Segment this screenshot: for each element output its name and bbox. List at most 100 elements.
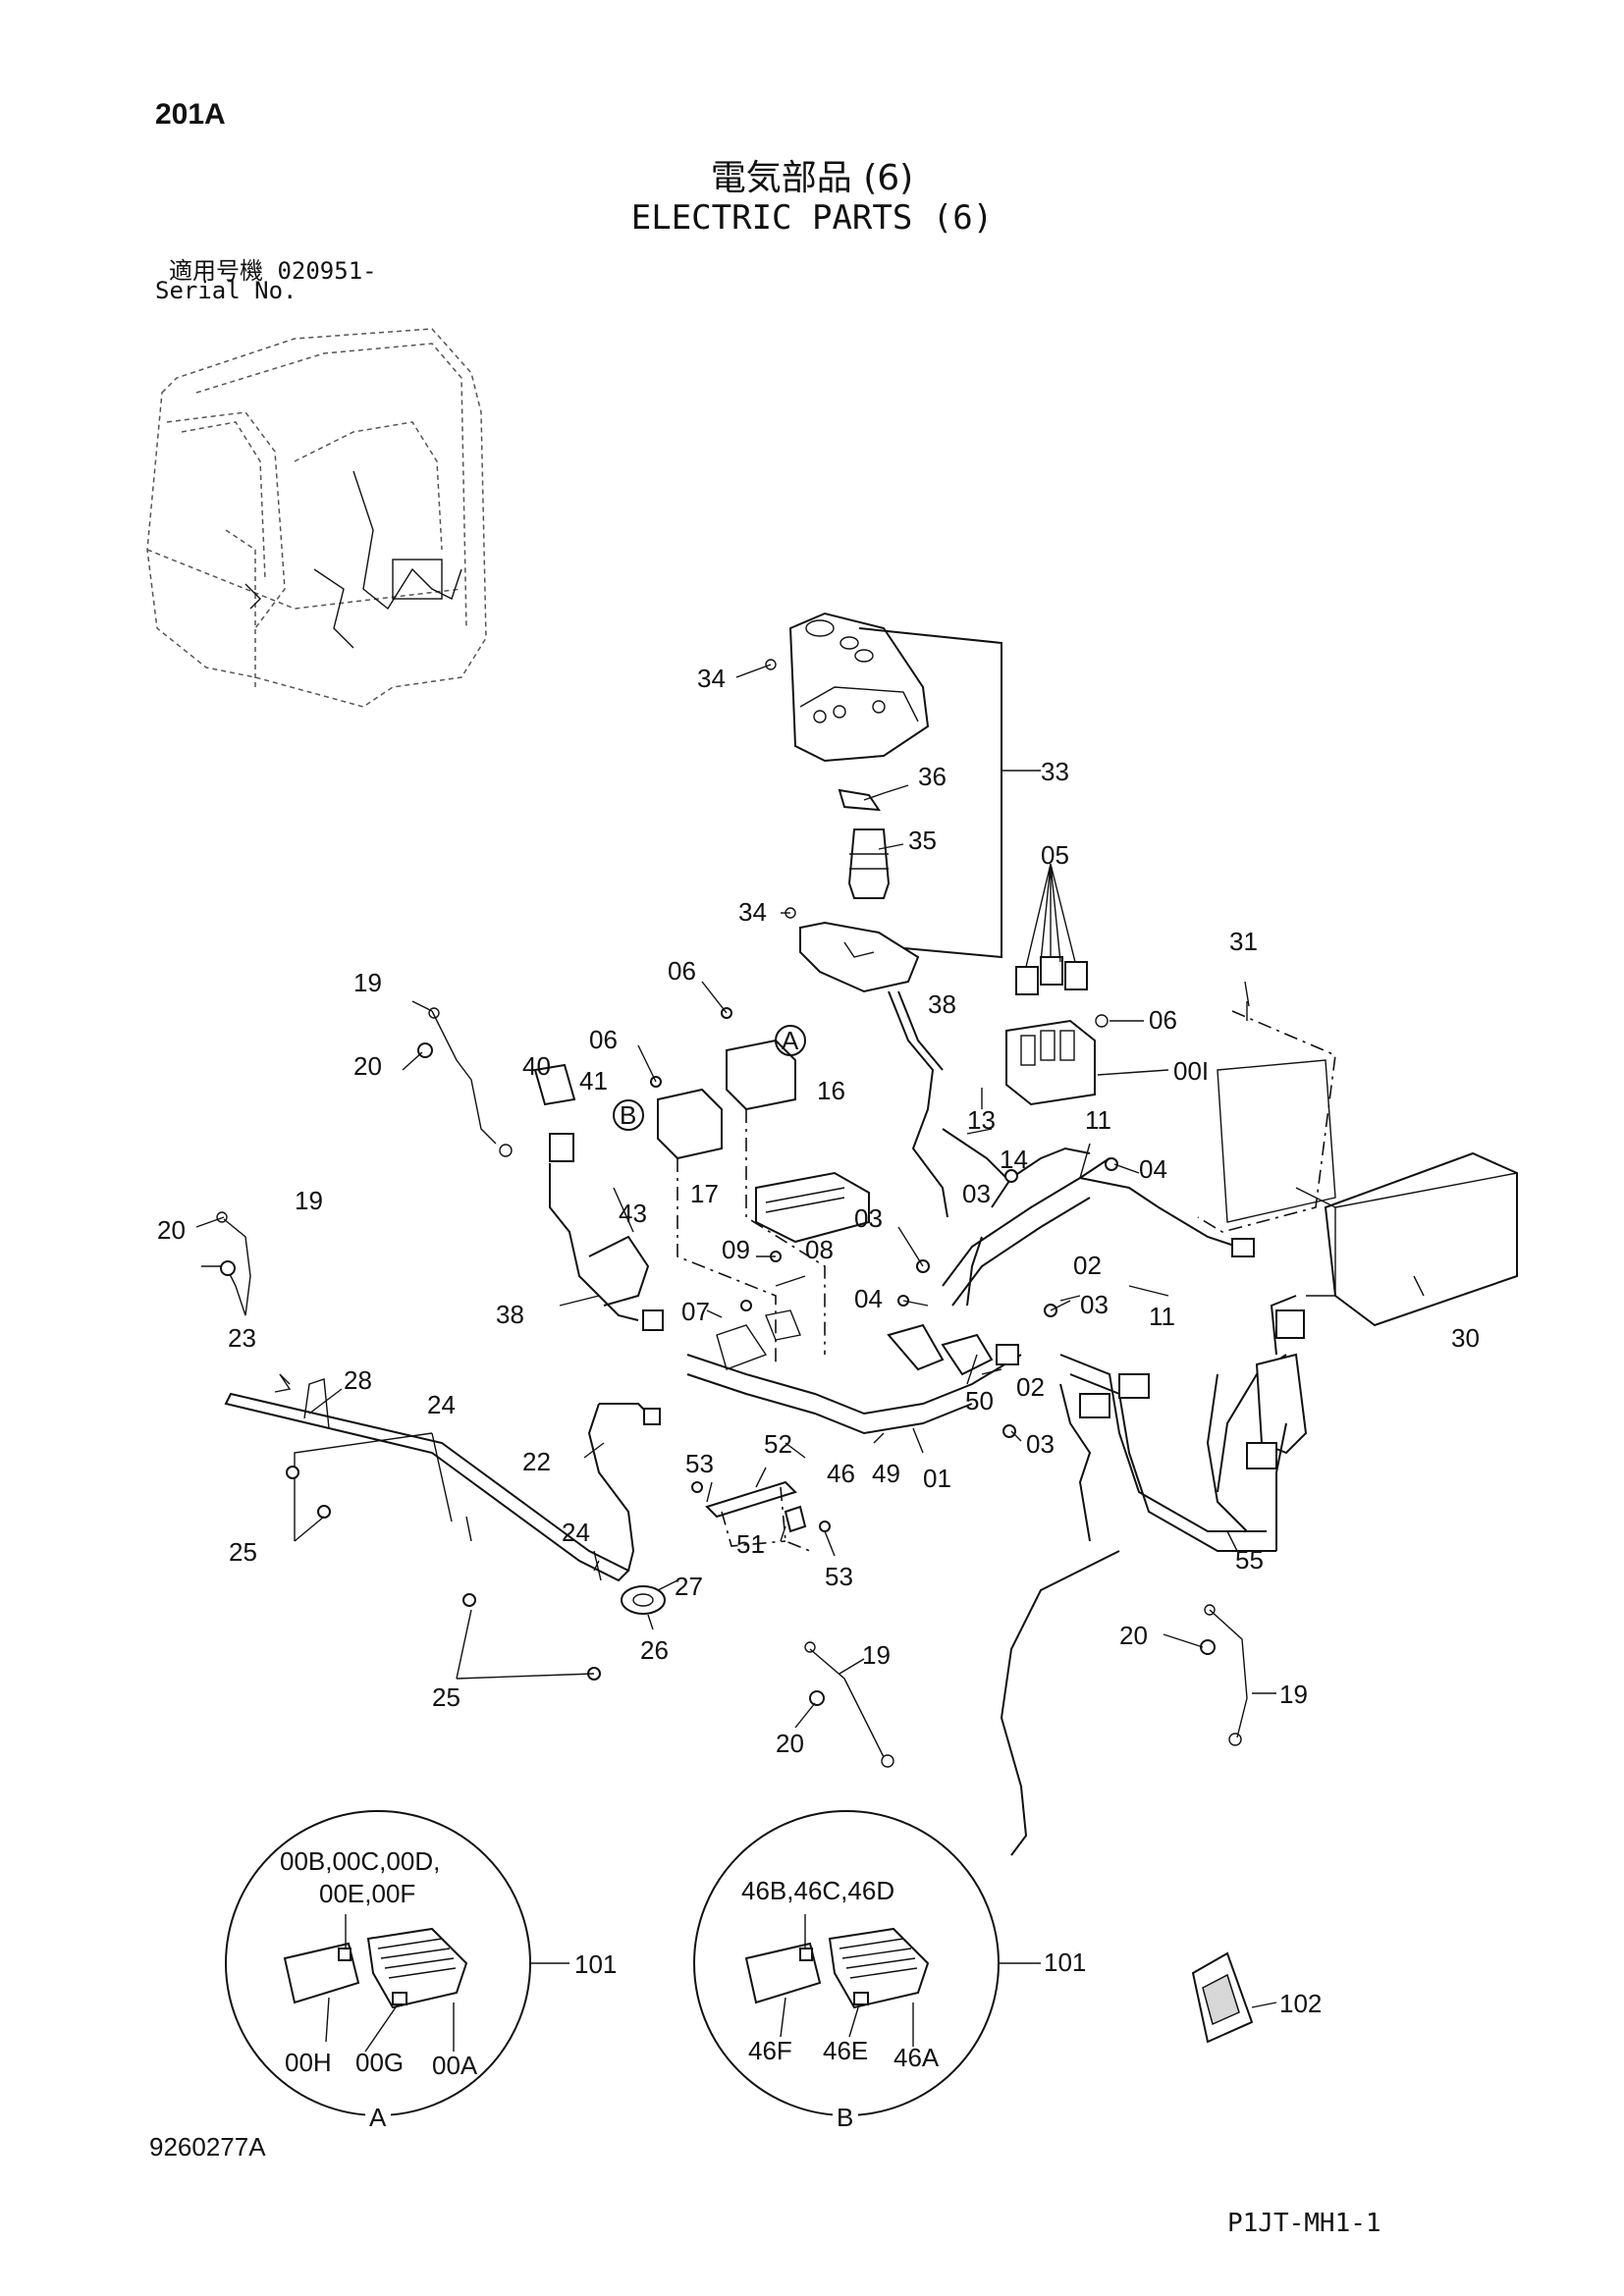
callout-22: 22: [522, 1447, 551, 1476]
callout-04: 04: [854, 1284, 883, 1313]
callout-23: 23: [228, 1323, 256, 1353]
callout-14: 14: [1000, 1145, 1028, 1174]
harness-55-branch: [1275, 1422, 1287, 1551]
callout-34: 34: [738, 897, 767, 927]
ground-strap-bottom-center: [804, 1641, 894, 1768]
sheet-code: P1JT-MH1-1: [1227, 2209, 1381, 2238]
callout-55: 55: [1235, 1545, 1264, 1575]
cab-outline: [146, 328, 487, 708]
relay-boxes: [657, 1039, 870, 1364]
callout-19: 19: [862, 1640, 891, 1670]
callout-09: 09: [722, 1235, 750, 1264]
ground-strap-upper-left: [417, 1007, 513, 1157]
main-harness: [686, 1147, 1308, 1552]
serial-label-english: Serial No.: [155, 277, 298, 304]
callout-01: 01: [923, 1464, 951, 1493]
controller-unit: [1197, 981, 1518, 1327]
callout-38: 38: [496, 1300, 524, 1329]
callout-25: 25: [432, 1682, 460, 1712]
callout-102: 102: [1279, 1989, 1322, 2018]
serial-label-japanese: 適用号機 020951-: [169, 257, 377, 285]
callout-31: 31: [1229, 927, 1258, 956]
ground-plate: [705, 1480, 811, 1552]
callout-51: 51: [736, 1529, 765, 1559]
callout-03: 03: [1080, 1290, 1109, 1319]
callout-19: 19: [1279, 1680, 1308, 1709]
callout-16: 16: [817, 1076, 845, 1105]
harness-38-upper: [888, 990, 948, 1218]
callout-20: 20: [353, 1051, 382, 1081]
page-title-english: ELECTRIC PARTS (6): [630, 198, 994, 238]
detail-b-part-f: 46F: [748, 2036, 792, 2065]
callout-38: 38: [928, 989, 956, 1019]
ref-marker-b: B: [613, 1099, 644, 1131]
callout-02: 02: [1073, 1251, 1102, 1280]
page-id: 201A: [155, 98, 226, 131]
callout-30: 30: [1451, 1323, 1480, 1353]
callout-13: 13: [967, 1105, 996, 1135]
detail-b-label: B: [837, 2103, 853, 2132]
detail-a-kit-line1: 00B,00C,00D,: [280, 1846, 440, 1876]
callout-35: 35: [908, 826, 937, 855]
callout-03: 03: [962, 1179, 991, 1208]
callout-02: 02: [1016, 1372, 1045, 1402]
callout-04: 04: [1139, 1154, 1167, 1184]
console-cover-assembly: [765, 612, 1002, 993]
callout-26: 26: [640, 1635, 669, 1665]
callout-06: 06: [1149, 1005, 1177, 1035]
callout-53: 53: [685, 1449, 714, 1478]
callout-34: 34: [697, 664, 726, 693]
callout-06: 06: [668, 956, 696, 986]
callout-20: 20: [157, 1215, 186, 1245]
callout-06: 06: [589, 1025, 618, 1054]
callout-28: 28: [344, 1365, 372, 1395]
callout-00I: 00I: [1173, 1056, 1209, 1086]
cable-22: [587, 1403, 635, 1572]
callout-52: 52: [764, 1429, 792, 1459]
detail-b-part-e: 46E: [823, 2036, 868, 2065]
callout-labels: 34 33 36 35 34 05 31 19 20 06 06 38 06 0…: [157, 664, 1480, 2018]
relay-block: [1005, 863, 1109, 1106]
callout-03: 03: [1026, 1429, 1055, 1459]
callout-53: 53: [825, 1562, 853, 1591]
callout-49: 49: [872, 1459, 900, 1488]
detail-circle-b: [693, 1810, 1041, 2116]
detail-a-part-a: 00A: [432, 2051, 478, 2080]
detail-a-part-h: 00H: [285, 2048, 332, 2077]
harness-55-loop: [1206, 1373, 1248, 1532]
callout-05: 05: [1041, 840, 1069, 870]
detail-b-labels: 46B,46C,46D 46F 46E 46A B: [741, 1876, 940, 2132]
manual-102: [1191, 1951, 1277, 2044]
detail-a-kit-line2: 00E,00F: [319, 1879, 415, 1908]
callout-03: 03: [854, 1203, 883, 1233]
harness-rail: [224, 1373, 666, 1615]
svg-text:B: B: [620, 1100, 636, 1130]
leader-lines: [195, 664, 1425, 1729]
callout-24: 24: [562, 1518, 590, 1547]
svg-text:A: A: [782, 1026, 799, 1055]
callout-40: 40: [522, 1051, 551, 1081]
ground-strap-left: [216, 1211, 251, 1316]
harness-55: [1000, 1550, 1120, 1856]
ground-strap-bottom-right: [1200, 1604, 1248, 1746]
callout-43: 43: [619, 1199, 647, 1228]
callout-36: 36: [918, 762, 947, 791]
harness-13-lead: [942, 1128, 1007, 1179]
callout-11: 11: [1149, 1302, 1175, 1331]
ref-marker-a: A: [775, 1025, 806, 1056]
detail-b-part-a: 46A: [893, 2043, 940, 2072]
callout-50: 50: [965, 1386, 994, 1415]
callout-08: 08: [805, 1235, 834, 1264]
callout-33: 33: [1041, 757, 1069, 786]
callout-27: 27: [675, 1572, 703, 1601]
callout-11: 11: [1085, 1105, 1111, 1135]
switch-assembly: [533, 1063, 664, 1331]
callout-19: 19: [295, 1186, 323, 1215]
callout-25: 25: [229, 1537, 257, 1567]
harness-38-upper-b: [897, 990, 944, 1071]
callout-17: 17: [690, 1179, 719, 1208]
callout-46: 46: [827, 1459, 855, 1488]
detail-a-part-g: 00G: [355, 2048, 404, 2077]
page-title-japanese: 電気部品 (6): [710, 158, 914, 198]
